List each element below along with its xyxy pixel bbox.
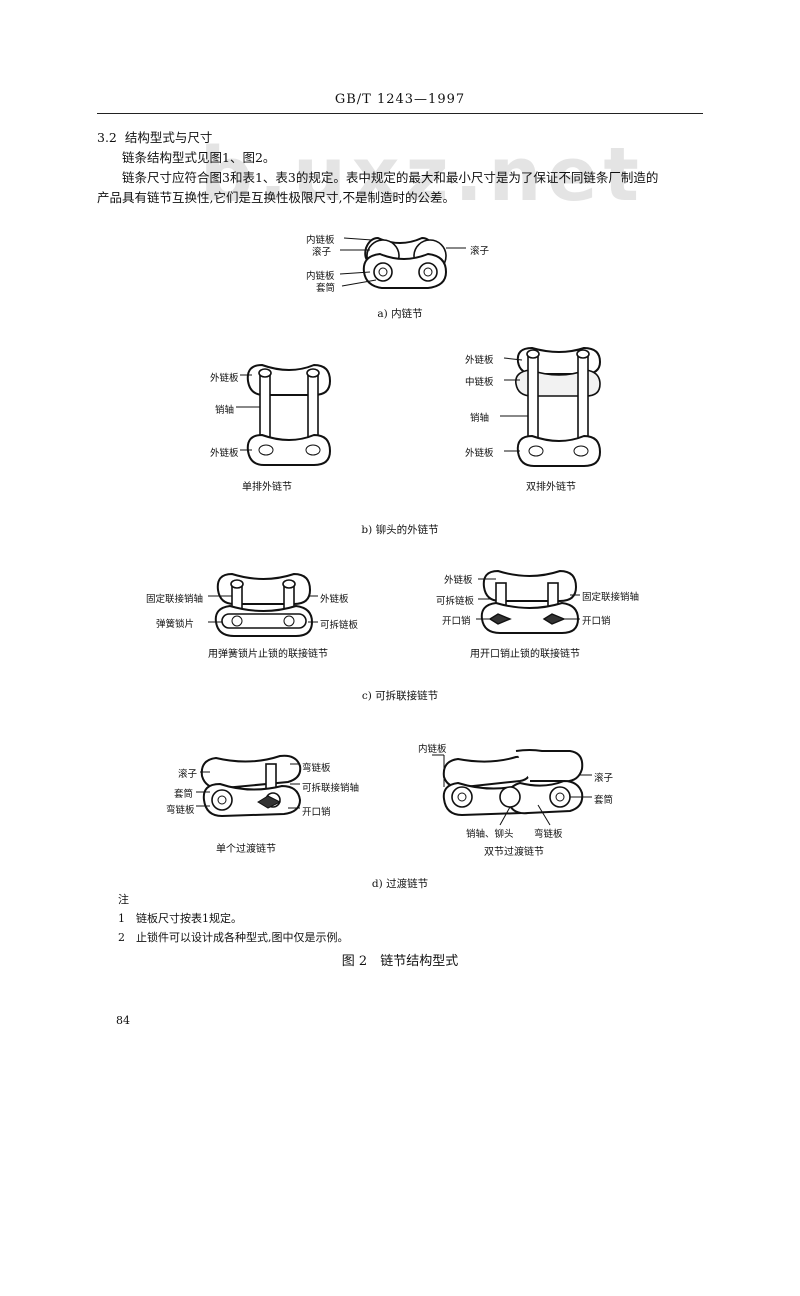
cotter-pin-connecting-link-drawing [476,569,580,634]
label-roller-d-right: 滚子 [594,773,614,784]
single-offset-link-drawing [196,754,302,818]
label-cotter-pin-left: 开口销 [442,616,471,627]
label-detachable-plate-c-left: 可拆链板 [320,620,359,631]
label-fixed-connecting-pin: 固定联接销轴 [146,594,204,605]
label-bushing-d-right: 套筒 [594,795,614,806]
label-single-outer-plate-bottom: 外链板 [210,448,239,459]
section-number: 3.2 [97,130,117,145]
section-title: 结构型式与尺寸 [124,130,213,145]
label-single-pin: 销轴 [215,405,235,416]
label-detachable-plate-c-right: 可拆链板 [436,596,475,607]
label-fixed-connecting-pin-right: 固定联接销轴 [582,592,640,603]
label-cotter-pin-d-left: 开口销 [302,807,331,818]
document-header: GB/T 1243—1997 [334,92,466,107]
title-single-outer-link: 单排外链节 [242,482,292,493]
section-heading: 3.2 结构型式与尺寸 [97,128,212,148]
label-bushing: 套筒 [316,283,336,294]
caption-c: c) 可拆联接链节 [361,690,439,702]
label-offset-plate-d-left-upper: 弯链板 [302,763,331,774]
double-outer-link-drawing [500,346,602,467]
watermark: b.uxz.net [200,132,645,218]
label-roller-left: 滚子 [312,247,332,258]
label-cotter-pin-right: 开口销 [582,616,611,627]
label-roller-d-left: 滚子 [178,769,198,780]
note-2: 2 止锁件可以设计成各种型式,图中仅是示例。 [118,931,349,944]
label-single-outer-plate-top: 外链板 [210,373,239,384]
label-double-outer-plate-top: 外链板 [465,355,494,366]
figure-title: 图 2 链节结构型式 [341,954,459,969]
title-cotter-pin-connecting-link: 用开口销止锁的联接链节 [470,649,580,660]
notes-heading: 注 [118,893,129,906]
header-rule [97,113,703,114]
label-inner-plate-top: 内链板 [306,235,335,246]
label-inner-plate-front: 内链板 [306,271,335,282]
label-offset-plate-d-right: 弯链板 [534,829,563,840]
single-outer-link-drawing [236,363,332,466]
caption-d: d) 过渡链节 [371,878,429,890]
title-double-outer-link: 双排外链节 [526,482,576,493]
page-number: 84 [116,1014,130,1027]
label-double-outer-plate-bottom: 外链板 [465,448,494,459]
label-double-pin: 销轴 [470,413,490,424]
paragraph-2-line-1: 链条尺寸应符合图3和表1、表3的规定。表中规定的最大和最小尺寸是为了保证不同链条… [122,170,659,185]
title-spring-clip-connecting-link: 用弹簧锁片止锁的联接链节 [208,649,328,660]
label-bushing-d-left: 套筒 [174,789,194,800]
double-offset-link-drawing [432,749,592,826]
label-outer-plate-c-right: 外链板 [444,575,473,586]
paragraph-2-line-2: 产品具有链节互换性,它们是互换性极限尺寸,不是制造时的公差。 [97,190,455,205]
caption-b: b) 铆头的外链节 [361,524,439,536]
title-double-offset-link: 双节过渡链节 [484,847,544,858]
label-inner-plate-d-right: 内链板 [418,744,447,755]
paragraph-1: 链条结构型式见图1、图2。 [122,150,276,165]
label-detachable-connecting-pin: 可拆联接销轴 [302,783,360,794]
label-pin-rivet-head: 销轴、铆头 [466,829,514,840]
label-outer-plate-c-left: 外链板 [320,594,349,605]
title-single-offset-link: 单个过渡链节 [216,844,276,855]
label-offset-plate-d-left-lower: 弯链板 [166,805,195,816]
label-roller-right: 滚子 [470,246,490,257]
inner-link-drawing [339,236,466,289]
spring-clip-connecting-link-drawing [208,572,318,637]
note-1: 1 链板尺寸按表1规定。 [118,912,242,925]
label-spring-clip: 弹簧锁片 [156,619,195,630]
label-double-middle-plate: 中链板 [465,377,494,388]
caption-a: a) 内链节 [377,308,423,320]
